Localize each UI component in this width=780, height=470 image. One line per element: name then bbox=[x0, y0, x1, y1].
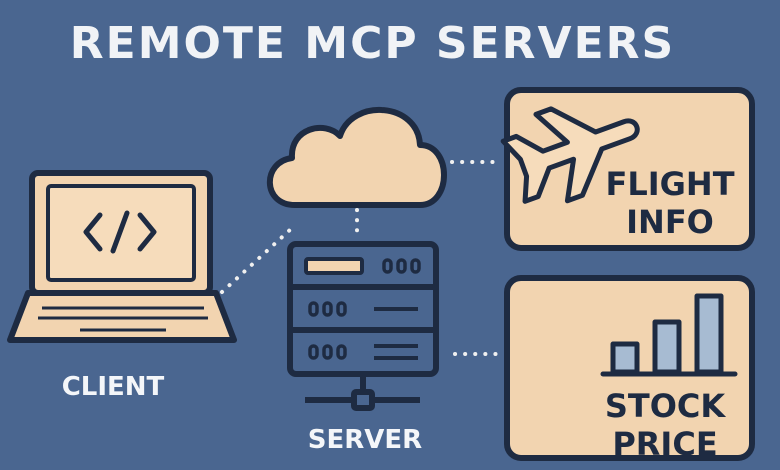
connector-client-server bbox=[220, 226, 294, 294]
stock-label-line1: STOCK bbox=[604, 387, 726, 425]
cloud-icon bbox=[266, 106, 447, 208]
airplane-icon bbox=[500, 106, 640, 204]
bar-1 bbox=[610, 341, 640, 375]
stock-label-line2: PRICE bbox=[612, 425, 718, 463]
laptop-icon bbox=[7, 170, 237, 343]
client-label: CLIENT bbox=[61, 372, 165, 402]
connectors bbox=[220, 160, 502, 356]
code-brackets-icon bbox=[83, 210, 157, 254]
flight-info-label: FLIGHT INFO bbox=[590, 165, 750, 241]
bar-3 bbox=[694, 293, 724, 375]
bar-2 bbox=[652, 319, 682, 375]
flight-label-line2: INFO bbox=[626, 203, 714, 241]
flight-label-line1: FLIGHT bbox=[605, 165, 735, 203]
server-rack-icon bbox=[287, 241, 439, 411]
stock-price-label: STOCK PRICE bbox=[590, 387, 740, 463]
server-label: SERVER bbox=[307, 425, 423, 455]
bar-chart-icon bbox=[600, 293, 738, 377]
page-title: REMOTE MCP SERVERS bbox=[69, 18, 676, 69]
